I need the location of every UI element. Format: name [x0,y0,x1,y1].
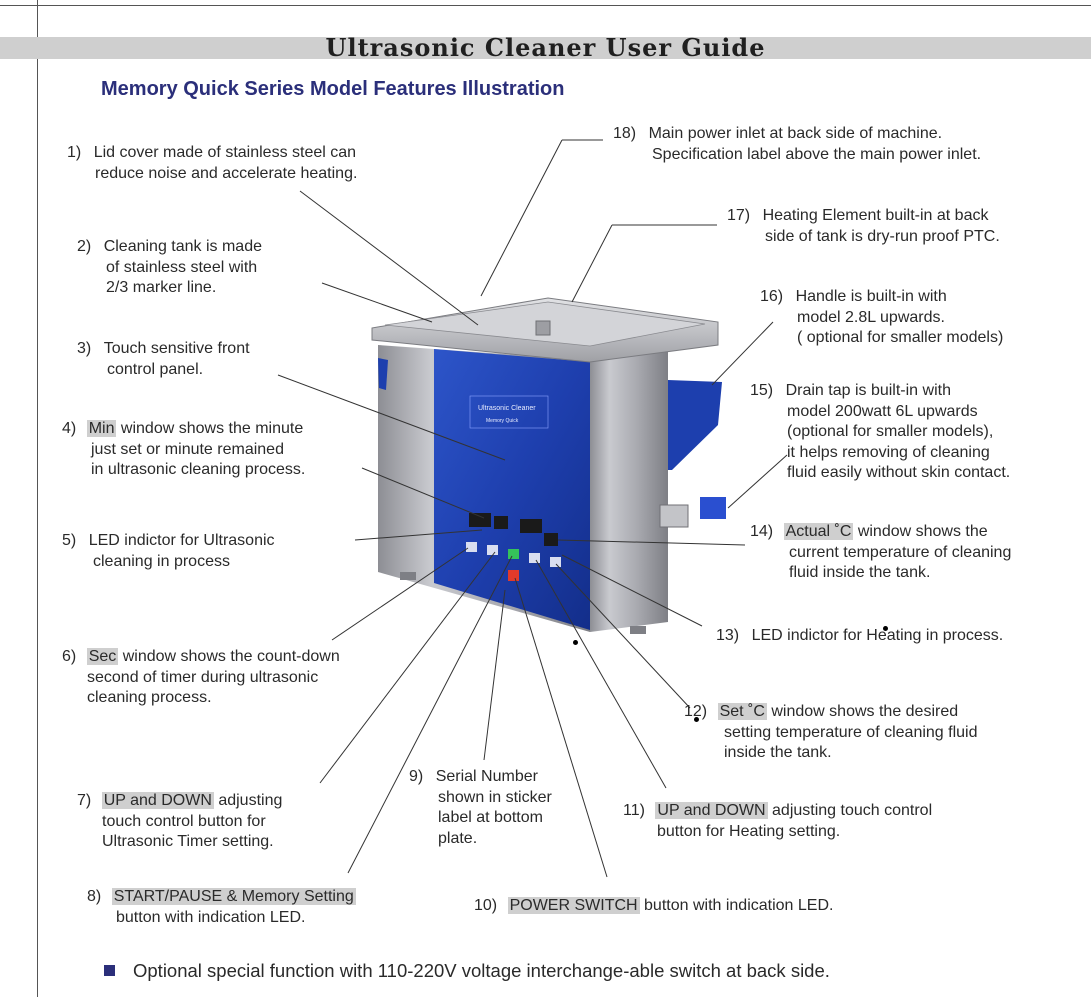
panel-label-box [469,395,549,429]
set-temp-highlight: Set ˚C [717,703,767,720]
drain-tap [659,504,689,528]
stray-dot-3 [694,717,699,722]
callout-3-panel: 3) Touch sensitive front control panel. [77,340,250,378]
actual-temp-display [544,533,558,546]
actual-temp-highlight: Actual ˚C [783,523,854,540]
callout-8-start-pause: 8) START/PAUSE & Memory Setting button w… [87,888,356,926]
leader-7 [319,551,496,784]
callout-16-handle: 16) Handle is built-in with model 2.8L u… [760,288,1004,346]
foot-left [400,572,416,580]
timer-down-button-shape [487,545,498,555]
callout-10-power-switch: 10) POWER SWITCH button with indication … [474,897,834,914]
leader-12 [555,563,691,709]
sec-label-highlight: Sec [86,648,119,665]
callout-2-tank: 2) Cleaning tank is made of stainless st… [77,238,262,296]
stray-dot-1 [573,640,578,645]
callout-5-led-ultrasonic: 5) LED indictor for Ultrasonic cleaning … [62,532,275,570]
callout-15-drain-tap: 15) Drain tap is built-in with model 200… [750,382,1011,481]
callout-1-lid: 1) Lid cover made of stainless steel can… [67,144,358,182]
leader-2 [321,282,433,323]
set-temp-display [520,519,542,533]
min-label-highlight: Min [86,420,117,437]
lid-knob [535,320,551,336]
sec-display [494,516,508,529]
leader-3 [277,374,506,461]
leader-16 [711,321,774,386]
leader-4 [361,467,485,519]
callout-7-timer-up-down: 7) UP and DOWN adjusting touch control b… [77,792,283,850]
start-pause-button-shape [508,549,519,559]
left-frame-line [37,0,38,997]
callout-4-min-window: 4) Min window shows the minute just set … [62,420,306,478]
leader-8 [347,555,513,874]
heat-down-button-shape [550,557,561,567]
callout-14-actual-temp: 14) Actual ˚C window shows the current t… [750,523,1012,581]
right-handle [668,380,722,470]
leader-6 [331,547,469,641]
top-frame-line [0,5,1091,6]
callout-11-heat-up-down: 11) UP and DOWN adjusting touch control … [623,802,933,840]
bullet-square-icon [104,965,115,976]
timer-up-button-shape [466,542,477,552]
left-handle [378,358,388,390]
foot-right [630,626,646,634]
title-bar [0,37,1091,59]
power-button-shape [508,570,519,581]
leader-11 [535,559,667,789]
tank-side [590,345,668,632]
callout-17-heating-element: 17) Heating Element built-in at back sid… [727,207,1000,245]
leader-13 [561,554,703,627]
timer-up-down-highlight: UP and DOWN [101,792,214,809]
leader-9 [483,589,506,761]
min-display [469,513,491,527]
leader-15 [727,454,788,509]
callout-9-serial-number: 9) Serial Number shown in sticker label … [409,768,552,847]
page-title: Ultrasonic Cleaner User Guide [325,33,766,62]
leader-18b [480,139,563,297]
leader-17b [571,224,613,303]
leader-1 [299,190,479,326]
heat-up-button-shape [529,553,540,563]
leader-5 [354,529,483,541]
power-switch-highlight: POWER SWITCH [507,897,640,914]
heat-up-down-highlight: UP and DOWN [655,802,768,819]
callout-12-set-temp: 12) Set ˚C window shows the desired sett… [684,703,978,761]
callout-13-led-heating: 13) LED indictor for Heating in process. [716,627,1004,644]
drain-tap-valve [700,497,726,519]
optional-function-note: Optional special function with 110-220V … [104,960,830,982]
panel-series-text: Memory Quick [486,418,519,424]
page-subtitle: Memory Quick Series Model Features Illus… [101,78,565,100]
start-pause-highlight: START/PAUSE & Memory Setting [111,888,356,905]
stray-dot-2 [883,626,888,631]
callout-18-power-inlet: 18) Main power inlet at back side of mac… [613,125,982,163]
leader-10 [514,577,608,878]
leader-14 [557,539,746,546]
callout-6-sec-window: 6) Sec window shows the count-down secon… [62,648,340,706]
panel-brand-text: Ultrasonic Cleaner [478,405,536,412]
